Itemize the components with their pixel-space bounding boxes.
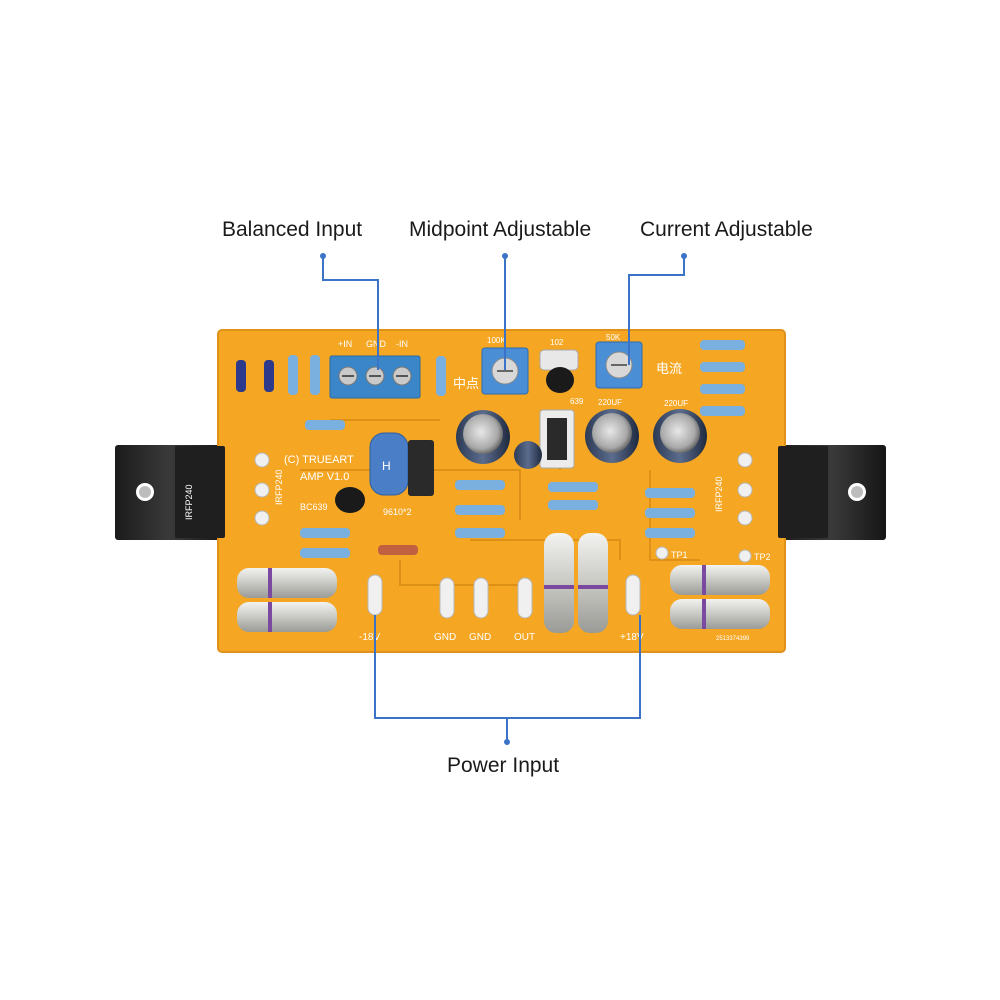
current-adjustable-label: Current Adjustable [640,218,813,241]
electrolytic-capacitor-1 [456,410,510,464]
silk-minus-in: -IN [396,339,408,349]
silk-version: AMP V1.0 [300,471,349,483]
silk-102: 102 [550,338,564,347]
silk-639: 639 [570,397,584,406]
silk-mosfet-right: IRFP240 [714,476,724,512]
film-capacitor: H [369,432,409,496]
silk-bc639: BC639 [300,502,328,512]
silk-tp1: TP1 [671,550,688,560]
balanced-input-label: Balanced Input [222,218,363,241]
silk-pot-mid: 100K [487,336,506,345]
silk-brand: (C) TRUEART [284,454,354,466]
silk-cap-1: 220UF [598,398,622,407]
callout-lines [322,256,685,742]
midpoint-trimmer [481,347,529,395]
silk-out: OUT [514,632,535,643]
test-point-2 [738,549,752,563]
silk-9610: 9610*2 [383,507,412,517]
svg-text:H: H [382,459,391,473]
power-input-label: Power Input [447,754,560,777]
silk-cap-2: 220UF [664,399,688,408]
midpoint-adjustable-label: Midpoint Adjustable [409,218,592,241]
silk-serial: 2513374399 [716,636,750,642]
svg-text:IRFP240: IRFP240 [184,484,194,520]
silk-gnd-2: GND [469,632,491,643]
silk-gnd-top: GND [366,339,387,349]
power-pads [367,574,641,619]
electrolytic-capacitor-small [514,441,542,469]
transistor-center [546,367,574,393]
balanced-input-terminal-block [329,355,421,399]
electrolytic-capacitor-2 [585,409,639,463]
small-resistors [236,340,745,558]
silk-plus-18v: +18V [620,632,644,643]
silk-mosfet-left: IRFP240 [274,469,284,505]
current-trimmer [595,341,643,389]
ic-left [408,440,434,496]
silk-pot-cur: 50K [606,333,621,342]
test-point-1 [655,546,669,560]
mosfet-right-body [778,446,828,538]
silk-chinese-mid: 中点 [453,376,479,391]
callout-dots [320,253,687,745]
transistor-bc639 [335,487,365,513]
mosfet-left-body: IRFP240 [175,446,225,538]
electrolytic-capacitor-3 [653,409,707,463]
silk-plus-in: +IN [338,339,352,349]
capacitor-102 [539,349,579,371]
silk-chinese-cur: 电流 [656,361,682,376]
silk-minus-18v: -18V [359,632,380,643]
silk-tp2: TP2 [754,552,771,562]
power-resistors [237,533,770,633]
silk-gnd-1: GND [434,632,456,643]
